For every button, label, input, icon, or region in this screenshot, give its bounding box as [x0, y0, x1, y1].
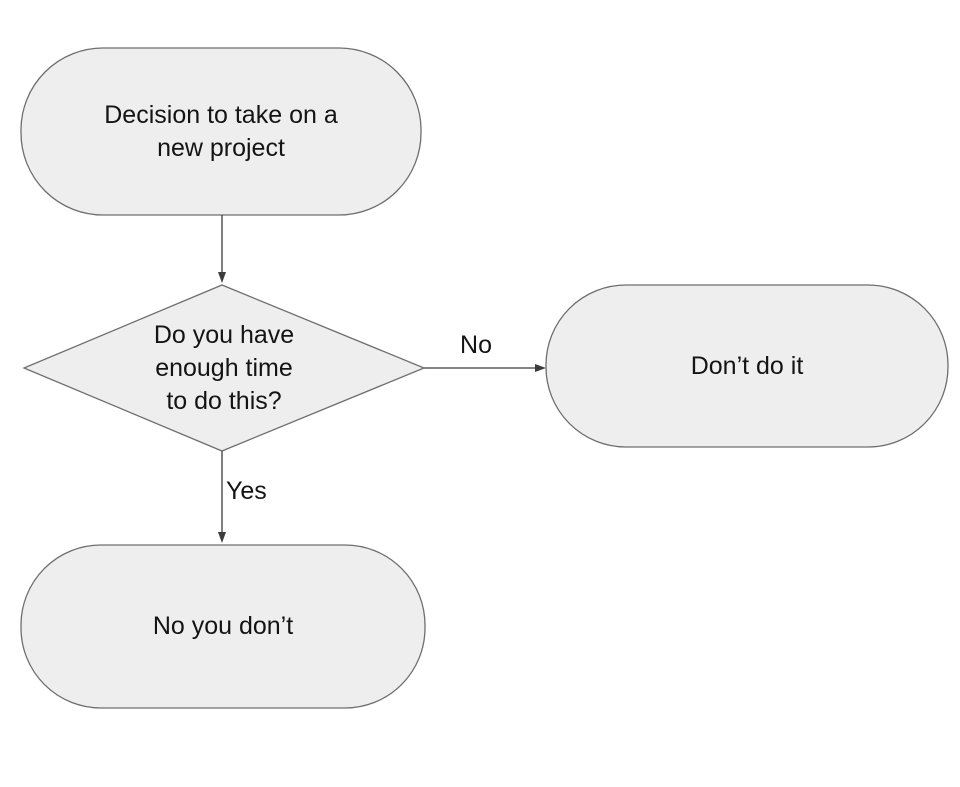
node-start-terminator[interactable] [20, 47, 422, 216]
arrowhead-down-icon [218, 532, 226, 543]
edge-label-yes[interactable]: Yes [226, 477, 267, 505]
node-decision-diamond[interactable] [22, 284, 426, 452]
connector-decision-to-no-you-dont[interactable] [218, 451, 226, 543]
node-dont-do-it-terminator[interactable] [545, 284, 949, 448]
connector-decision-to-dont-do-it[interactable] [424, 364, 546, 372]
arrowhead-right-icon [535, 364, 546, 372]
arrowhead-down-icon [218, 272, 226, 283]
edge-label-no[interactable]: No [460, 331, 492, 359]
connector-start-to-decision[interactable] [218, 215, 226, 283]
node-no-you-dont-terminator[interactable] [20, 544, 426, 709]
